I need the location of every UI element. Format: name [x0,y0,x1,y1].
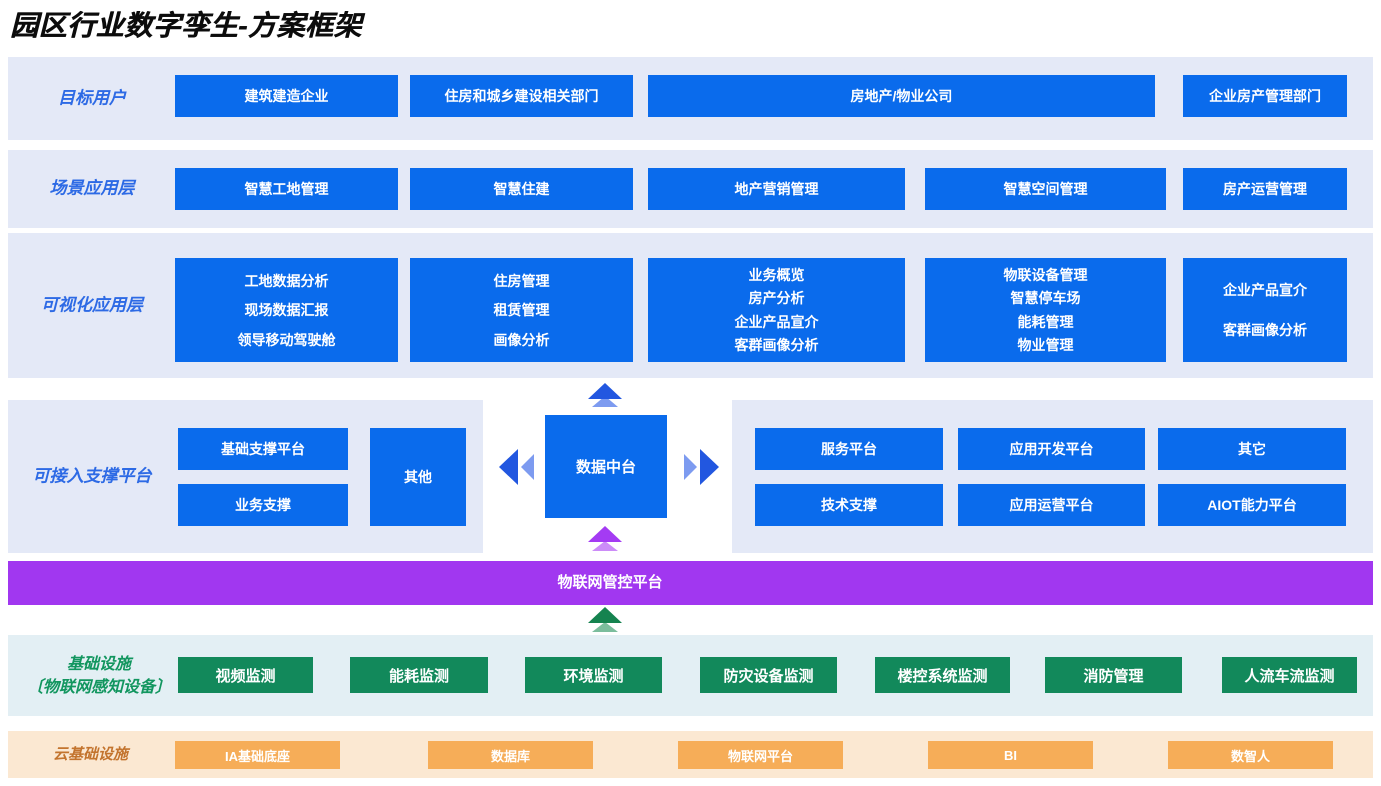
visual-card-site: 工地数据分析 现场数据汇报 领导移动驾驶舱 [175,258,398,362]
arrow-up-purple-light-icon [592,541,618,551]
card-item: 客群画像分析 [734,337,819,354]
platform-label: 可接入支撑平台 [32,466,152,486]
card-item: 领导移动驾驶舱 [237,331,336,348]
arrow-left-icon [499,449,518,485]
iot-control-bar: 物联网管控平台 [8,561,1373,605]
card-item: 能耗管理 [1017,313,1074,330]
arrow-right-light-icon [684,454,697,480]
card-item: 租赁管理 [493,302,550,318]
scene-label: 场景应用层 [49,178,135,198]
user-box-construction: 建筑建造企业 [175,75,398,117]
platform-box-others: 其它 [1158,428,1346,470]
scene-box-marketing: 地产营销管理 [648,168,905,210]
user-box-realestate: 房地产/物业公司 [648,75,1155,117]
arrow-up-light-icon [592,396,618,407]
visual-band: 可视化应用层 工地数据分析 现场数据汇报 领导移动驾驶舱 住房管理 租赁管理 画… [8,233,1373,378]
visual-card-housing: 住房管理 租赁管理 画像分析 [410,258,633,362]
arrow-up-icon [588,383,622,399]
infra-label-line2: 〔物联网感知设备〕 [26,678,171,696]
arrow-left-light-icon [521,454,534,480]
platform-box-other: 其他 [370,428,466,526]
platform-box-service: 服务平台 [755,428,943,470]
card-item: 企业产品宣介 [734,313,819,330]
cloud-box-iot-platform: 物联网平台 [678,741,843,769]
infra-band: 基础设施 〔物联网感知设备〕 视频监测 能耗监测 环境监测 防灾设备监测 楼控系… [8,635,1373,716]
visual-card-enterprise: 企业产品宣介 客群画像分析 [1183,258,1347,362]
cloud-band: 云基础设施 IA基础底座 数据库 物联网平台 BI 数智人 [8,731,1373,778]
platform-box-aiot: AIOT能力平台 [1158,484,1346,526]
infra-box-people-vehicle: 人流车流监测 [1222,657,1357,693]
users-label: 目标用户 [58,88,126,108]
cloud-box-database: 数据库 [428,741,593,769]
platform-left-panel: 可接入支撑平台 基础支撑平台 业务支撑 其他 [8,400,483,553]
scene-box-space: 智慧空间管理 [925,168,1166,210]
arrow-up-green-light-icon [592,622,618,632]
iot-control-label: 物联网管控平台 [557,574,663,591]
cloud-box-bi: BI [928,741,1093,769]
user-box-housing-dept: 住房和城乡建设相关部门 [410,75,633,117]
arrow-right-icon [700,449,719,485]
platform-box-tech-support: 技术支撑 [755,484,943,526]
scene-band: 场景应用层 智慧工地管理 智慧住建 地产营销管理 智慧空间管理 房产运营管理 [8,150,1373,228]
card-item: 物业管理 [1017,337,1074,354]
card-item: 智慧停车场 [1010,290,1081,307]
platform-box-app-dev: 应用开发平台 [958,428,1145,470]
cloud-label: 云基础设施 [52,745,128,763]
card-item: 物联设备管理 [1003,266,1088,283]
visual-label: 可视化应用层 [41,295,143,315]
platform-box-base-support: 基础支撑平台 [178,428,348,470]
scene-box-site: 智慧工地管理 [175,168,398,210]
page-title: 园区行业数字孪生-方案框架 [10,10,362,41]
infra-box-energy: 能耗监测 [350,657,488,693]
card-item: 房产分析 [748,290,805,307]
scene-box-housing: 智慧住建 [410,168,633,210]
card-item: 画像分析 [493,331,550,348]
infra-box-video: 视频监测 [178,657,313,693]
card-item: 业务概览 [748,266,805,283]
card-item: 住房管理 [493,272,550,289]
cloud-box-digital-human: 数智人 [1168,741,1333,769]
user-box-enterprise: 企业房产管理部门 [1183,75,1347,117]
card-item: 企业产品宣介 [1223,282,1307,299]
infra-box-fire: 消防管理 [1045,657,1182,693]
platform-right-panel: 服务平台 应用开发平台 其它 技术支撑 应用运营平台 AIOT能力平台 [732,400,1373,553]
platform-box-business-support: 业务支撑 [178,484,348,526]
arrow-up-purple-icon [588,526,622,542]
arrow-up-green-icon [588,607,622,623]
visual-card-iot: 物联设备管理 智慧停车场 能耗管理 物业管理 [925,258,1166,362]
infra-box-building-control: 楼控系统监测 [875,657,1010,693]
cloud-box-ia-base: IA基础底座 [175,741,340,769]
users-band: 目标用户 建筑建造企业 住房和城乡建设相关部门 房地产/物业公司 企业房产管理部… [8,57,1373,140]
infra-box-disaster: 防灾设备监测 [700,657,837,693]
infra-box-environment: 环境监测 [525,657,662,693]
infra-label: 基础设施 〔物联网感知设备〕 [8,652,190,698]
infra-label-line1: 基础设施 [66,655,131,673]
scene-box-operation: 房产运营管理 [1183,168,1347,210]
data-hub-box: 数据中台 [545,415,667,518]
platform-box-app-ops: 应用运营平台 [958,484,1145,526]
card-item: 现场数据汇报 [244,302,329,318]
visual-card-business: 业务概览 房产分析 企业产品宣介 客群画像分析 [648,258,905,362]
card-item: 客群画像分析 [1223,321,1307,338]
card-item: 工地数据分析 [244,272,329,289]
